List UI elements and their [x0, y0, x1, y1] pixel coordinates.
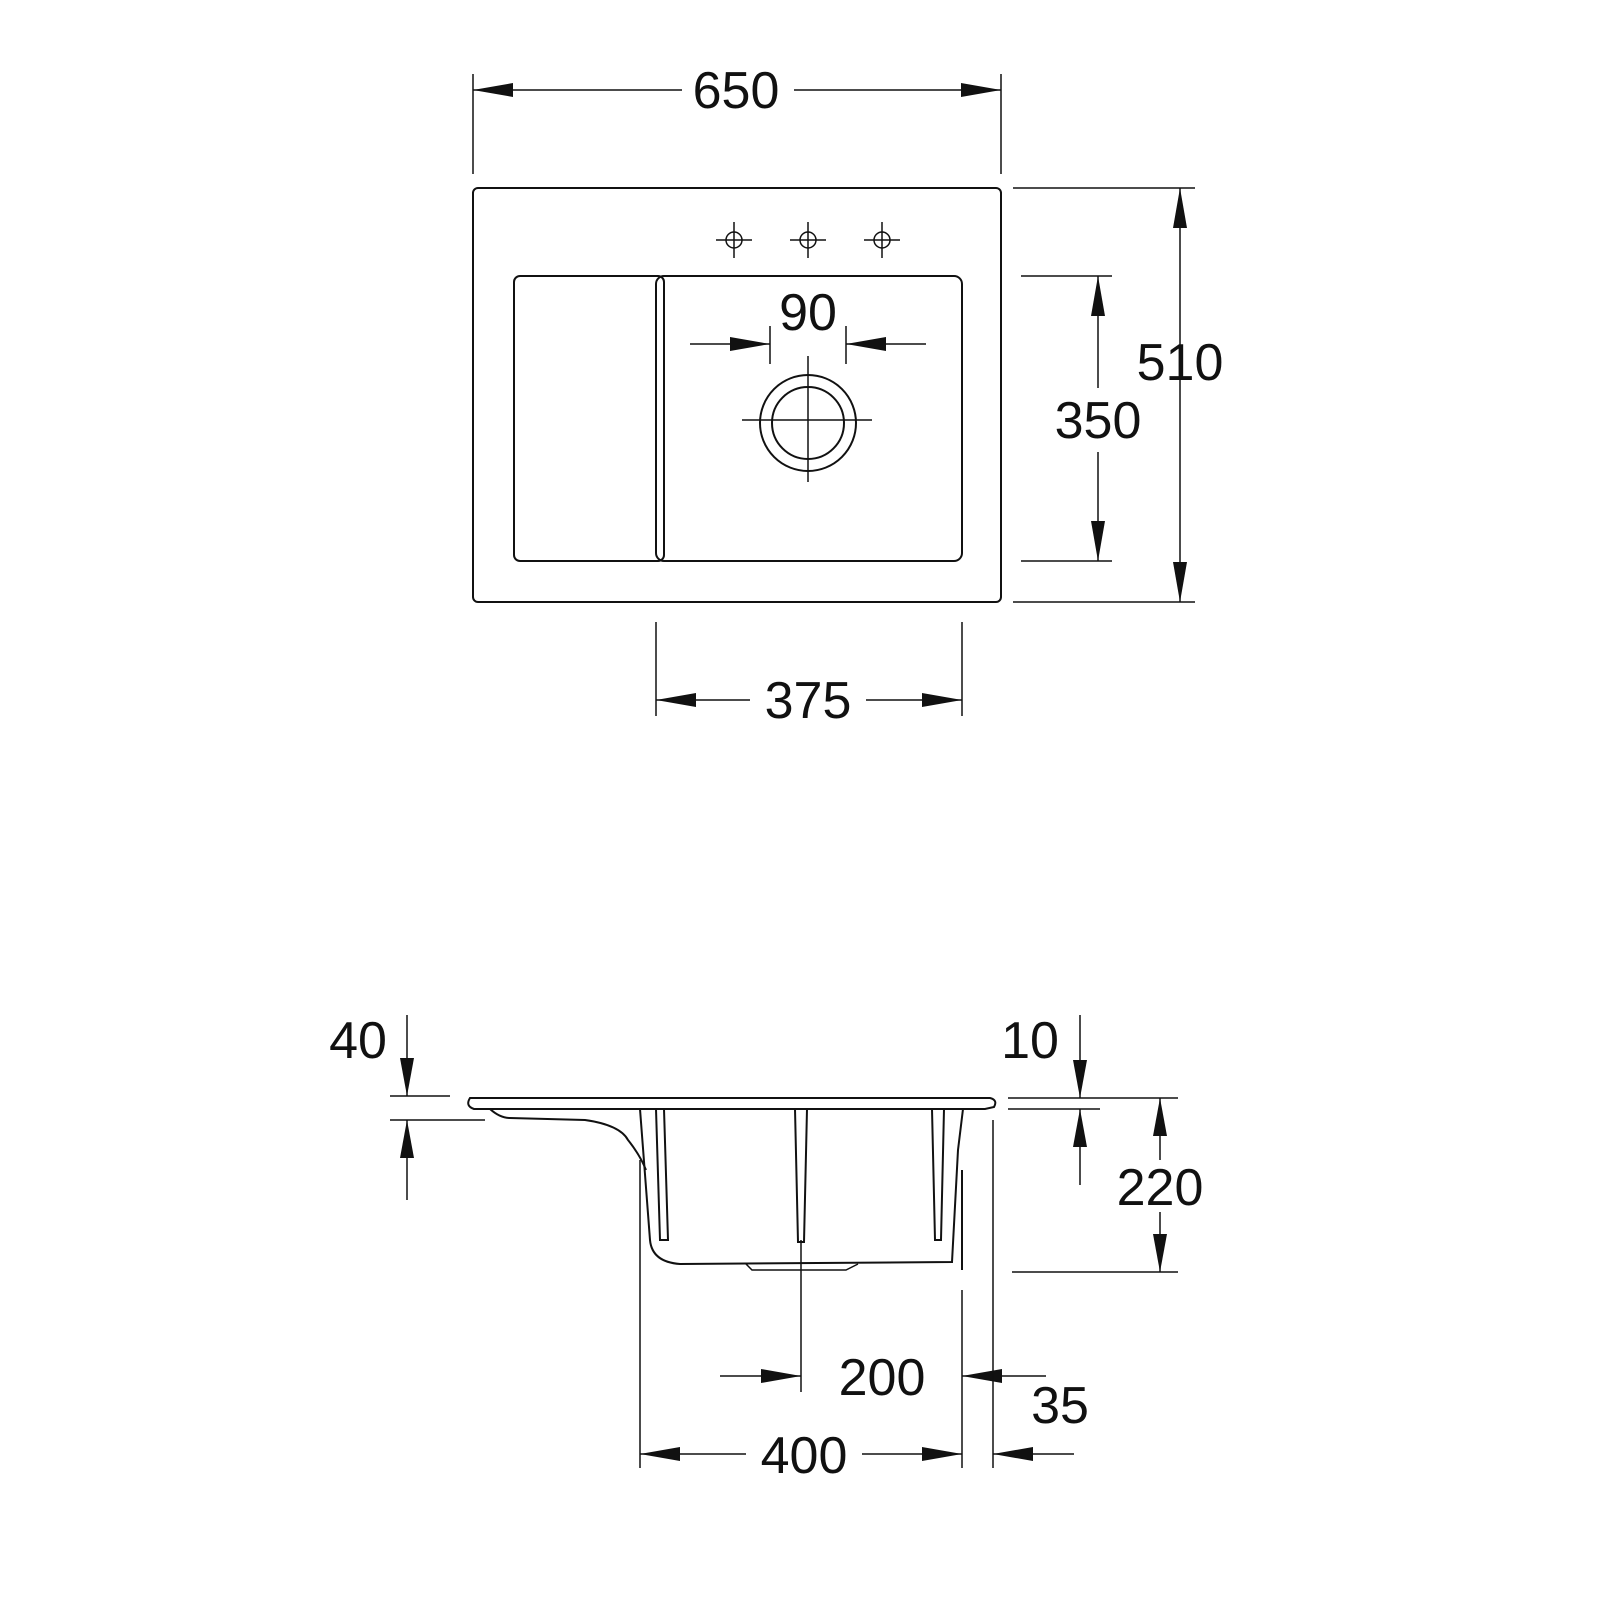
dim-label-400: 400: [761, 1427, 848, 1485]
tap-hole-markers: [716, 222, 900, 258]
dim-rear-gap: 35: [992, 1120, 1089, 1468]
dim-label-10: 10: [1001, 1012, 1059, 1070]
dim-label-40: 40: [329, 1012, 387, 1070]
dim-label-350: 350: [1055, 392, 1142, 450]
tap-hole-marker: [716, 222, 752, 258]
sink-outline: [472, 187, 1002, 603]
dim-bowl-depth: 350: [1021, 275, 1142, 562]
dim-drainer-drop: 40: [329, 1012, 485, 1200]
drainer-area: [513, 275, 665, 562]
dim-label-90: 90: [779, 284, 837, 342]
drain-outlet: [742, 356, 872, 482]
side-view: 40 10 220 200: [329, 1012, 1203, 1485]
rim-profile: [467, 1097, 997, 1110]
bowl-body: [639, 1108, 964, 1266]
dim-label-35: 35: [1031, 1377, 1089, 1435]
dim-drain-diameter: 90: [690, 284, 926, 364]
dim-bowl-width: 375: [655, 622, 963, 730]
tap-hole-marker: [864, 222, 900, 258]
drainer-underside: [489, 1108, 647, 1171]
dim-overall-depth: 510: [1013, 187, 1224, 603]
dim-overall-width: 650: [472, 62, 1002, 174]
dim-label-200: 200: [839, 1349, 926, 1407]
support-rib: [931, 1108, 945, 1241]
tap-hole-marker: [790, 222, 826, 258]
dim-label-220: 220: [1117, 1159, 1204, 1217]
bowl-outline: [655, 275, 963, 562]
dim-label-375: 375: [765, 672, 852, 730]
dim-drain-offset: 200: [720, 1240, 1046, 1407]
top-view: 650 510 350 375: [472, 62, 1224, 730]
support-rib: [655, 1108, 670, 1241]
dim-rim-thickness: 10: [1001, 1012, 1100, 1185]
dim-label-510: 510: [1137, 334, 1224, 392]
dim-bowl-height: 220: [1012, 1097, 1204, 1273]
support-rib: [794, 1108, 808, 1243]
drain-bump: [745, 1263, 859, 1271]
dim-label-650: 650: [693, 62, 780, 120]
dim-bowl-outer-width: 400: [639, 1160, 963, 1485]
